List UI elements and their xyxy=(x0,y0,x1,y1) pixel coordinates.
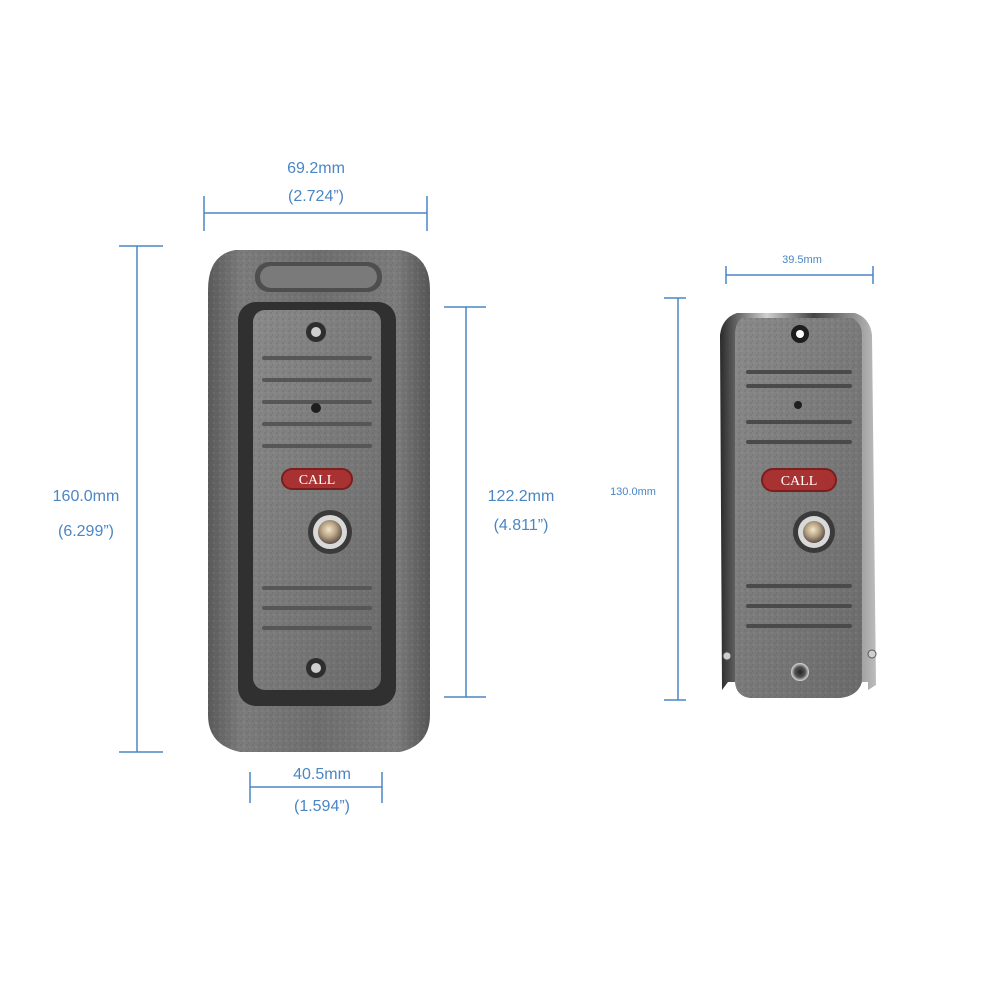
dim-line-left-height xyxy=(119,245,163,753)
left-width-mm-label: 69.2mm xyxy=(287,160,345,177)
left-height-mm-label: 160.0mm xyxy=(52,488,120,505)
panel-height-inch-label: (4.811”) xyxy=(493,517,549,534)
dim-line-panel-width xyxy=(249,772,383,803)
dim-line-right-width xyxy=(725,266,874,284)
panel-width-inch-label: (1.594”) xyxy=(293,798,351,815)
right-mic-hole-icon xyxy=(794,401,802,409)
dim-line-panel-height xyxy=(444,306,486,698)
right-height-mm-label: 130.0mm xyxy=(610,486,656,498)
dim-line-right-height xyxy=(664,297,686,701)
left-width-inch-label: (2.724”) xyxy=(287,188,345,205)
right-doorbell: CALL xyxy=(720,313,877,698)
left-bottom-screw-icon xyxy=(306,658,326,678)
right-bottom-sensor-icon xyxy=(791,663,809,681)
right-camera-lens-icon xyxy=(793,511,835,553)
panel-height-mm-label: 122.2mm xyxy=(487,488,555,505)
left-doorbell: CALL xyxy=(208,250,430,752)
left-top-screw-icon xyxy=(306,322,326,342)
right-speaker-grill-bottom xyxy=(746,584,852,628)
right-call-label: CALL xyxy=(781,474,818,489)
left-height-inch-label: (6.299”) xyxy=(57,523,115,540)
right-top-hole-icon xyxy=(791,325,809,343)
panel-width-mm-label: 40.5mm xyxy=(293,766,351,783)
left-call-label: CALL xyxy=(299,473,336,488)
right-speaker-grill-top xyxy=(746,370,852,444)
right-side-screw-left-icon xyxy=(722,651,732,661)
left-speaker-grill-top xyxy=(262,356,372,448)
left-speaker-grill-bottom xyxy=(262,586,372,630)
left-camera-lens-icon xyxy=(308,510,352,554)
right-width-mm-label: 39.5mm xyxy=(782,254,822,266)
dim-line-left-width xyxy=(203,196,428,231)
right-side-screw-right-icon xyxy=(867,649,877,659)
left-mic-hole-icon xyxy=(311,403,321,413)
